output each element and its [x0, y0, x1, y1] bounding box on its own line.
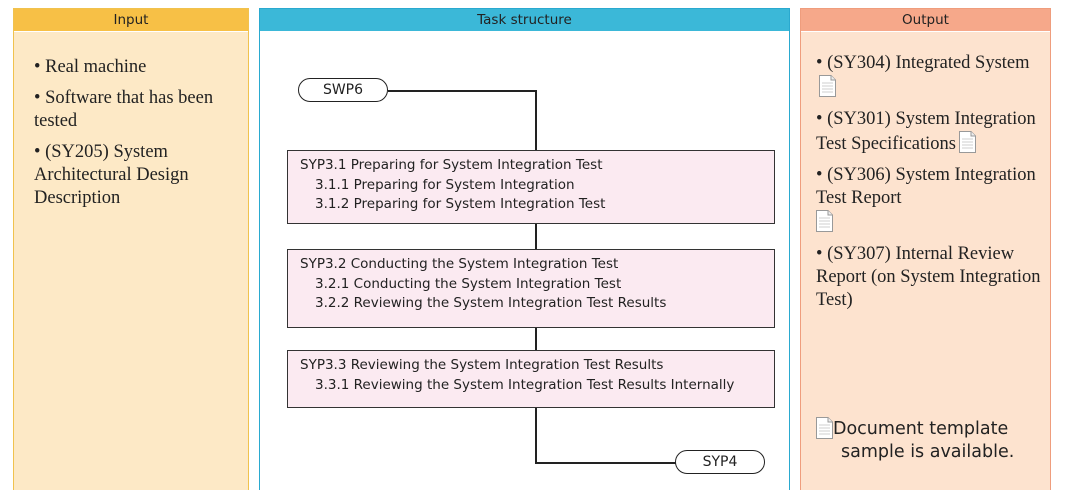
end-node-syp4: SYP4 — [675, 450, 765, 474]
task-group-title: SYP3.2 Conducting the System Integration… — [300, 256, 619, 272]
input-item-sy205: • (SY205) System Architectural Design De… — [34, 142, 189, 208]
document-template-icon — [816, 417, 833, 439]
task-sub-item: 3.2.2 Reviewing the System Integration T… — [315, 295, 667, 311]
note-line-1: Document template — [833, 419, 1009, 439]
template-note: Document template sample is available. — [816, 417, 1046, 464]
input-item-tested-software: • Software that has been tested — [34, 88, 214, 131]
input-body: • Real machine • Software that has been … — [14, 32, 248, 490]
connector-end-h — [535, 462, 676, 464]
output-item-sy307: • (SY307) Internal Review Report (on Sys… — [816, 244, 1041, 310]
task-sub-item: 3.1.1 Preparing for System Integration — [315, 176, 575, 193]
output-list: • (SY304) Integrated System • (SY301) Sy… — [816, 52, 1044, 320]
document-template-icon — [819, 75, 836, 97]
input-header: Input — [14, 9, 248, 31]
task-group-syp3-2: SYP3.2 Conducting the System Integration… — [287, 249, 775, 328]
task-group-title: SYP3.1 Preparing for System Integration … — [300, 157, 603, 173]
output-item-sy301: • (SY301) System Integration Test Specif… — [816, 109, 1036, 154]
connector-2-3 — [535, 328, 537, 351]
document-template-icon — [959, 131, 976, 153]
task-structure-column: Task structure SWP6 SYP3.1 Preparing for… — [259, 8, 790, 490]
connector-start-v — [535, 90, 537, 151]
output-header: Output — [801, 9, 1050, 31]
task-group-syp3-3: SYP3.3 Reviewing the System Integration … — [287, 350, 775, 408]
output-item-sy304: • (SY304) Integrated System — [816, 52, 1044, 100]
document-template-icon — [816, 210, 833, 232]
input-list: • Real machine • Software that has been … — [34, 56, 240, 218]
task-group-title: SYP3.3 Reviewing the System Integration … — [300, 357, 664, 373]
connector-end-v — [535, 408, 537, 463]
output-item-sy306: • (SY306) System Integration Test Report — [816, 164, 1044, 235]
input-item-real-machine: • Real machine — [34, 57, 147, 77]
task-sub-item: 3.2.1 Conducting the System Integration … — [315, 275, 622, 292]
input-column: Input • Real machine • Software that has… — [13, 8, 249, 490]
task-sub-item: 3.1.2 Preparing for System Integration T… — [315, 196, 606, 212]
start-node-swp6: SWP6 — [298, 78, 388, 102]
note-line-2: sample is available. — [841, 442, 1015, 462]
connector-1-2 — [535, 224, 537, 250]
connector-start-h — [388, 90, 536, 92]
output-column: Output • (SY304) Integrated System • (SY… — [800, 8, 1051, 490]
task-structure-header: Task structure — [260, 9, 789, 31]
task-group-syp3-1: SYP3.1 Preparing for System Integration … — [287, 150, 775, 224]
task-sub-item: 3.3.1 Reviewing the System Integration T… — [315, 376, 735, 393]
task-structure-body: SWP6 SYP3.1 Preparing for System Integra… — [260, 32, 789, 490]
output-body: • (SY304) Integrated System • (SY301) Sy… — [801, 32, 1050, 490]
